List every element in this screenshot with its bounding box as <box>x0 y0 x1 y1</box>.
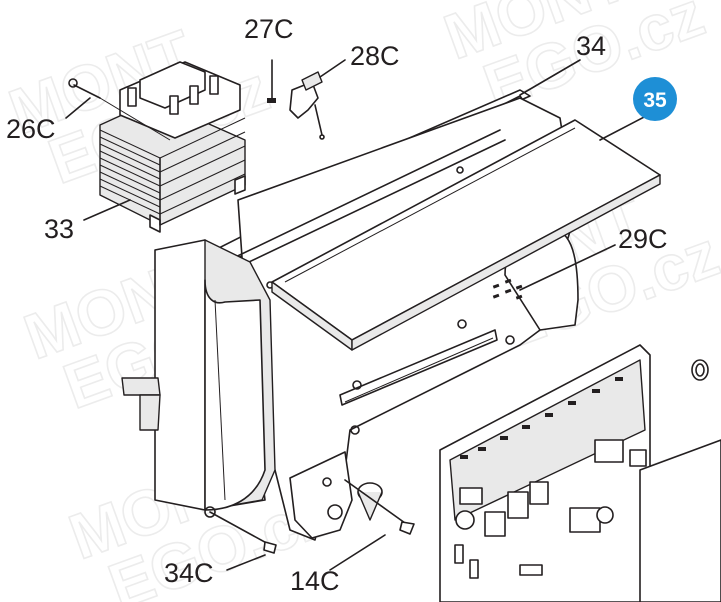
part-34c-screw <box>209 511 277 554</box>
label-33: 33 <box>44 214 74 244</box>
part-28c-bracket <box>289 71 325 140</box>
part-35-cover <box>271 119 661 351</box>
part-14c-screw <box>344 479 415 535</box>
label-29c: 29C <box>618 224 668 254</box>
part-29c-clips <box>492 278 523 300</box>
label-34: 34 <box>576 31 606 61</box>
part-labels: 26C 27C 28C 34 33 29C 34C 14C <box>6 14 668 596</box>
label-34c: 34C <box>164 558 214 588</box>
badge-number: 35 <box>643 89 667 112</box>
label-26c: 26C <box>6 114 56 144</box>
part-26c-screw <box>68 78 171 141</box>
leader-lines <box>65 59 649 571</box>
part-27c-screw <box>267 59 276 103</box>
badge-circle <box>633 77 677 121</box>
highlight-badge-35[interactable]: 35 <box>633 77 677 121</box>
part-33-transformer <box>99 61 246 233</box>
pcb-board <box>439 344 721 602</box>
label-14c: 14C <box>290 566 340 596</box>
label-27c: 27C <box>244 14 294 44</box>
label-28c: 28C <box>350 41 400 71</box>
